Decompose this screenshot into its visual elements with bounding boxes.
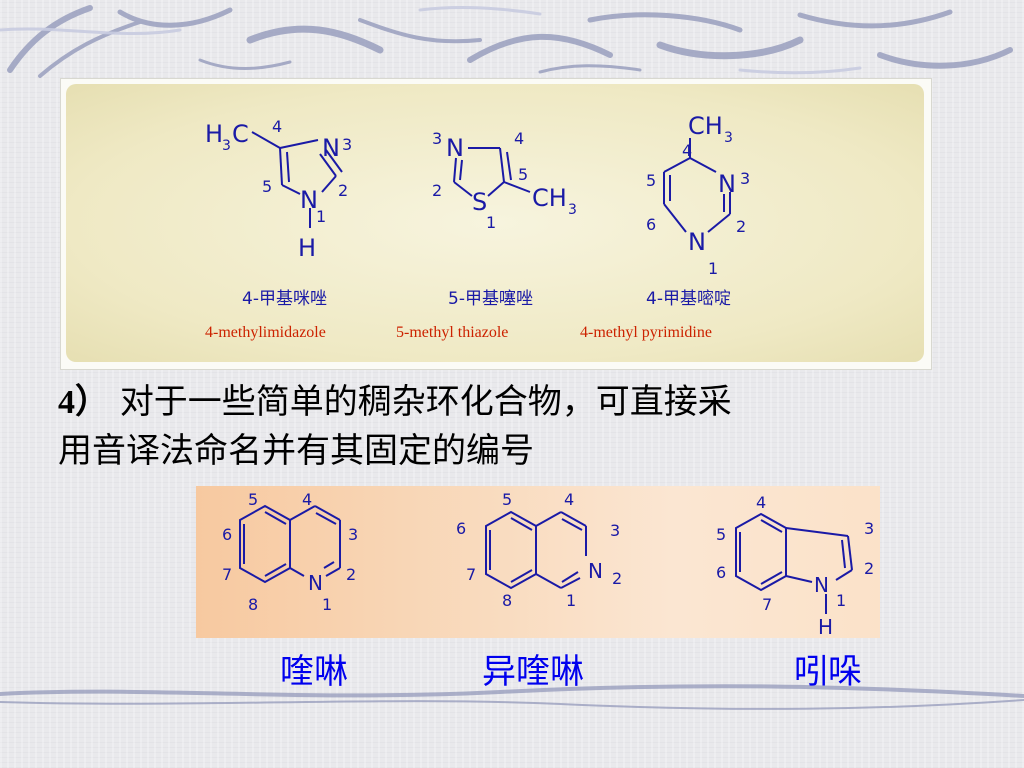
- isoquinoline-structure: [485, 510, 587, 590]
- indole-num-4: 4: [756, 493, 766, 512]
- heading-number: 4）: [58, 384, 109, 421]
- top-figure-panel: [66, 84, 924, 362]
- mol1-num-1: 1: [316, 207, 326, 226]
- isoquinoline-num-2: 2: [612, 569, 622, 588]
- mol2-chinese-name: 5-甲基噻唑: [448, 289, 533, 309]
- indole-num-5: 5: [716, 525, 726, 544]
- mol3-num-6: 6: [646, 215, 656, 234]
- mol2-atom-ch: CH: [532, 184, 567, 212]
- decorative-top-band: [0, 5, 1013, 78]
- indole-name: 吲哚: [794, 652, 862, 692]
- mol1-atom-h-bottom: H: [298, 234, 316, 262]
- quinoline-num-4: 4: [302, 490, 312, 509]
- methylpyrimidine-structure: [663, 138, 731, 233]
- mol2-num-2: 2: [432, 181, 442, 200]
- mol3-num-5: 5: [646, 171, 656, 190]
- isoquinoline-num-8: 8: [502, 591, 512, 610]
- indole-num-6: 6: [716, 563, 726, 582]
- mol2-num-1: 1: [486, 213, 496, 232]
- heading-line-1-text: 对于一些简单的稠杂环化合物，可直接采: [119, 382, 732, 422]
- indole-num-7: 7: [762, 595, 772, 614]
- mol1-atom-n1: N: [300, 186, 318, 214]
- quinoline-num-5: 5: [248, 490, 258, 509]
- mol3-atom-n3: N: [718, 170, 736, 198]
- mol1-num-3: 3: [342, 135, 352, 154]
- quinoline-num-6: 6: [222, 525, 232, 544]
- isoquinoline-num-5: 5: [502, 490, 512, 509]
- heading-line-1: 4） 对于一些简单的稠杂环化合物，可直接采: [58, 378, 988, 427]
- mol1-atom-n3: N: [322, 134, 340, 162]
- quinoline-num-8: 8: [248, 595, 258, 614]
- mol3-chinese-name: 4-甲基嘧啶: [646, 289, 731, 309]
- indole-atom-h: H: [818, 615, 833, 639]
- mol1-chinese-name: 4-甲基咪唑: [242, 289, 327, 309]
- quinoline-num-1: 1: [322, 595, 332, 614]
- indole-atom-n: N: [814, 573, 829, 597]
- methylthiazole-structure: [453, 147, 531, 197]
- methylimidazole-structure: [251, 131, 343, 228]
- isoquinoline-num-7: 7: [466, 565, 476, 584]
- mol1-atom-h: H: [205, 120, 223, 148]
- mol2-english-name: 5-methyl thiazole: [396, 324, 508, 341]
- mol1-num-2: 2: [338, 181, 348, 200]
- heading-line-2: 用音译法命名并有其固定的编号: [58, 431, 534, 471]
- mol3-num-3: 3: [740, 169, 750, 188]
- mol2-num-3: 3: [432, 129, 442, 148]
- mol3-english-name: 4-methyl pyrimidine: [580, 324, 712, 341]
- quinoline-atom-n: N: [308, 571, 323, 595]
- mol2-atom-s: S: [472, 188, 487, 216]
- quinoline-num-3: 3: [348, 525, 358, 544]
- mol3-atom-n1: N: [688, 228, 706, 256]
- mol1-atom-c: C: [232, 120, 249, 148]
- mol3-sub-3: 3: [724, 130, 733, 146]
- mol1-english-name: 4-methylimidazole: [205, 324, 326, 341]
- isoquinoline-num-3: 3: [610, 521, 620, 540]
- quinoline-num-2: 2: [346, 565, 356, 584]
- section-heading: 4） 对于一些简单的稠杂环化合物，可直接采 用音译法命名并有其固定的编号: [58, 378, 988, 475]
- mol3-num-4: 4: [682, 141, 692, 160]
- indole-num-2: 2: [864, 559, 874, 578]
- mol3-num-2: 2: [736, 217, 746, 236]
- isoquinoline-num-1: 1: [566, 591, 576, 610]
- decorative-bottom-band: [0, 684, 1024, 710]
- mol1-num-5: 5: [262, 177, 272, 196]
- mol3-atom-ch: CH: [688, 112, 723, 140]
- mol3-num-1: 1: [708, 259, 718, 278]
- mol2-num-5: 5: [518, 165, 528, 184]
- indole-num-3: 3: [864, 519, 874, 538]
- mol2-atom-n: N: [446, 134, 464, 162]
- indole-structure: [735, 512, 853, 614]
- mol1-num-4: 4: [272, 117, 282, 136]
- isoquinoline-num-4: 4: [564, 490, 574, 509]
- quinoline-name: 喹啉: [280, 652, 348, 692]
- mol2-num-4: 4: [514, 129, 524, 148]
- isoquinoline-name: 异喹啉: [482, 652, 584, 692]
- indole-num-1: 1: [836, 591, 846, 610]
- bottom-figure-panel: [196, 486, 880, 638]
- mol2-sub-3: 3: [568, 202, 577, 218]
- isoquinoline-atom-n: N: [588, 559, 603, 583]
- mol1-sub-3: 3: [222, 138, 231, 154]
- quinoline-structure: [239, 504, 341, 584]
- quinoline-num-7: 7: [222, 565, 232, 584]
- isoquinoline-num-6: 6: [456, 519, 466, 538]
